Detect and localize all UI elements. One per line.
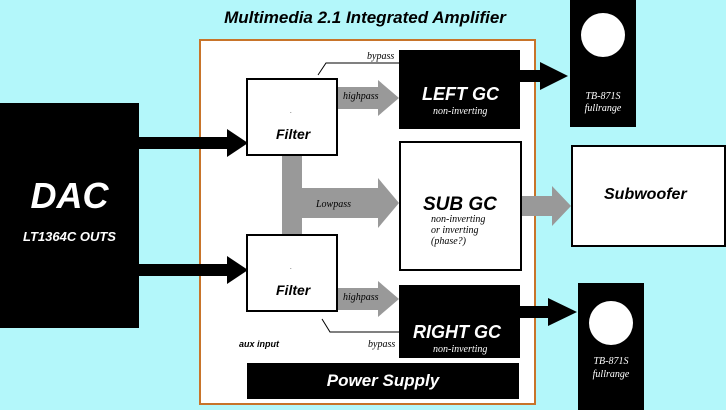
sub-gc-label: SUB GC — [423, 194, 497, 215]
left-gc-note: non-inverting — [433, 106, 488, 117]
filter-top-dot: . — [290, 106, 292, 115]
dac-bottom-arrow — [139, 256, 248, 284]
aux-input-label: aux input — [239, 339, 279, 349]
highpass-bottom-arrow — [338, 281, 399, 317]
lowpass-label: Lowpass — [316, 199, 352, 210]
left-speaker-cone-icon — [581, 13, 625, 57]
left-gc-label: LEFT GC — [422, 84, 499, 104]
filter-bottom: . Filter — [246, 234, 338, 312]
bypass-bottom-line — [321, 318, 401, 333]
right-speaker-model: TB-871S — [593, 356, 629, 367]
right-out-arrow — [520, 298, 577, 326]
right-speaker: TB-871S fullrange — [578, 283, 644, 410]
sub-gc-note-1: non-inverting — [431, 214, 486, 225]
sub-gain-clone: SUB GC non-inverting or inverting (phase… — [399, 141, 522, 271]
left-gain-clone: LEFT GC non-inverting — [399, 50, 520, 129]
right-speaker-cone-icon — [589, 301, 633, 345]
dac-block: DAC LT1364C OUTS — [0, 103, 139, 328]
right-gc-note: non-inverting — [433, 344, 488, 355]
dac-top-arrow — [139, 129, 248, 157]
bypass-bottom-label: bypass — [368, 339, 396, 350]
diagram-title: Multimedia 2.1 Integrated Amplifier — [224, 8, 506, 27]
highpass-bottom-label: highpass — [343, 292, 379, 303]
filter-bottom-dot: . — [290, 262, 292, 271]
subwoofer-box: Subwoofer — [571, 145, 726, 247]
right-gain-clone: RIGHT GC non-inverting — [399, 285, 520, 358]
subwoofer-label: Subwoofer — [604, 186, 687, 203]
filter-top: . Filter — [246, 78, 338, 156]
left-speaker-type: fullrange — [584, 103, 622, 114]
lowpass-arrow — [302, 178, 399, 228]
bypass-top-line — [317, 62, 401, 76]
right-gc-label: RIGHT GC — [413, 322, 501, 342]
filter-bottom-label: Filter — [276, 282, 311, 298]
dac-subtitle: LT1364C OUTS — [23, 229, 116, 244]
filter-top-label: Filter — [276, 126, 311, 142]
lowpass-trunk — [282, 156, 302, 236]
sub-gc-note-2: or inverting — [431, 225, 479, 236]
power-supply: Power Supply — [247, 363, 519, 399]
highpass-top-arrow — [338, 80, 399, 116]
highpass-top-label: highpass — [343, 91, 379, 102]
left-out-arrow — [520, 62, 568, 90]
left-speaker: TB-871S fullrange — [570, 0, 636, 127]
right-speaker-type: fullrange — [592, 369, 630, 380]
sub-gc-note-3: (phase?) — [431, 236, 466, 247]
sub-out-arrow — [522, 186, 571, 226]
bypass-top-label: bypass — [367, 51, 395, 62]
dac-label: DAC — [30, 175, 109, 216]
left-speaker-model: TB-871S — [585, 91, 621, 102]
